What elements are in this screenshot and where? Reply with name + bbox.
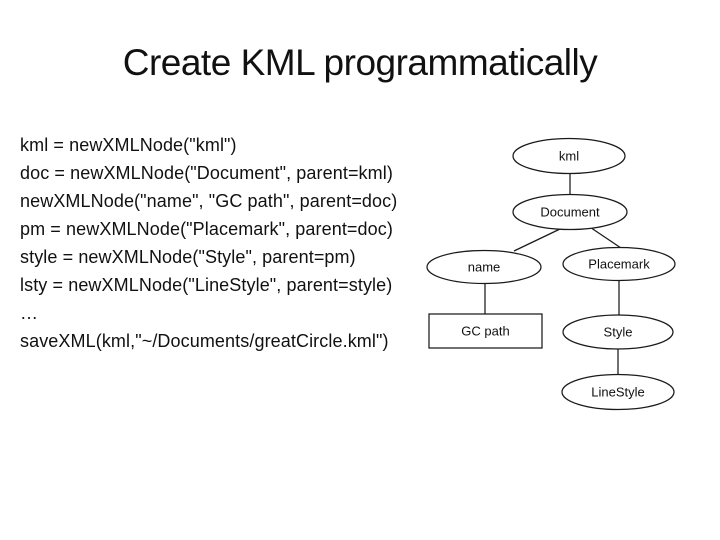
node-linestyle-ellipse (561, 373, 675, 411)
node-name-ellipse (426, 249, 542, 285)
node-kml-ellipse (512, 137, 626, 175)
node-style-label: Style (604, 325, 633, 340)
code-line: doc = newXMLNode("Document", parent=kml) (20, 163, 393, 183)
edge-document-placemark (591, 227, 622, 249)
code-line: newXMLNode("name", "GC path", parent=doc… (20, 191, 398, 211)
node-document-label: Document (540, 205, 600, 220)
node-kml-label: kml (559, 149, 579, 164)
edge-document-name (513, 228, 561, 252)
node-gcpath-label: GC path (461, 324, 509, 339)
node-placemark-ellipse (562, 246, 676, 282)
node-style-ellipse (562, 314, 674, 350)
node-document-ellipse (512, 193, 628, 231)
code-line: pm = newXMLNode("Placemark", parent=doc) (20, 219, 393, 239)
node-placemark-label: Placemark (588, 257, 650, 272)
node-linestyle-label: LineStyle (591, 385, 644, 400)
slide-title: Create KML programmatically (122, 42, 598, 83)
node-gcpath-rect (428, 313, 543, 349)
code-line: style = newXMLNode("Style", parent=pm) (20, 247, 356, 267)
code-line: lsty = newXMLNode("LineStyle", parent=st… (20, 275, 393, 295)
code-line: kml = newXMLNode("kml") (20, 135, 237, 155)
code-line: … (20, 303, 39, 323)
node-name-label: name (468, 260, 501, 275)
code-block: kml = newXMLNode("kml") doc = newXMLNode… (20, 131, 420, 355)
code-line: saveXML(kml,"~/Documents/greatCircle.kml… (20, 331, 389, 351)
